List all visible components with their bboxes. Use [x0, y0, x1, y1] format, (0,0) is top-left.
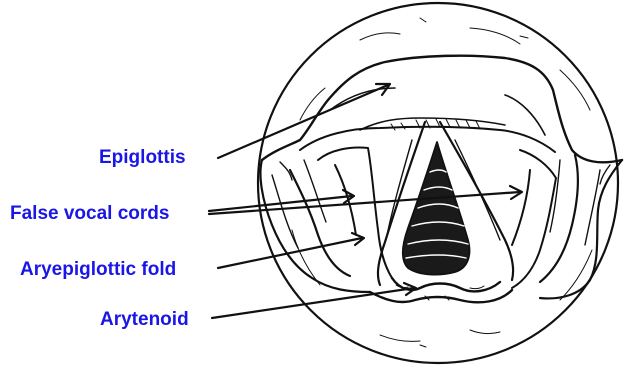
label-aryepiglottic-fold: Aryepiglottic fold [20, 259, 176, 281]
right-wall [540, 155, 622, 298]
lower-sketch [380, 330, 500, 347]
left-cord-inner [386, 140, 412, 240]
epiglottis-lower-edge [300, 127, 555, 152]
pointer-lines [209, 84, 522, 318]
epiglottis-outline [262, 56, 622, 163]
aryepiglottic-pointer [218, 238, 362, 268]
false-cords-pointer-2 [209, 192, 520, 214]
arytenoid-outline [370, 278, 512, 302]
right-wall-folds [550, 160, 610, 245]
right-fold [512, 150, 556, 288]
label-false-vocal-cords: False vocal cords [10, 203, 169, 225]
label-epiglottis: Epiglottis [99, 147, 186, 169]
label-arytenoid: Arytenoid [100, 309, 189, 331]
